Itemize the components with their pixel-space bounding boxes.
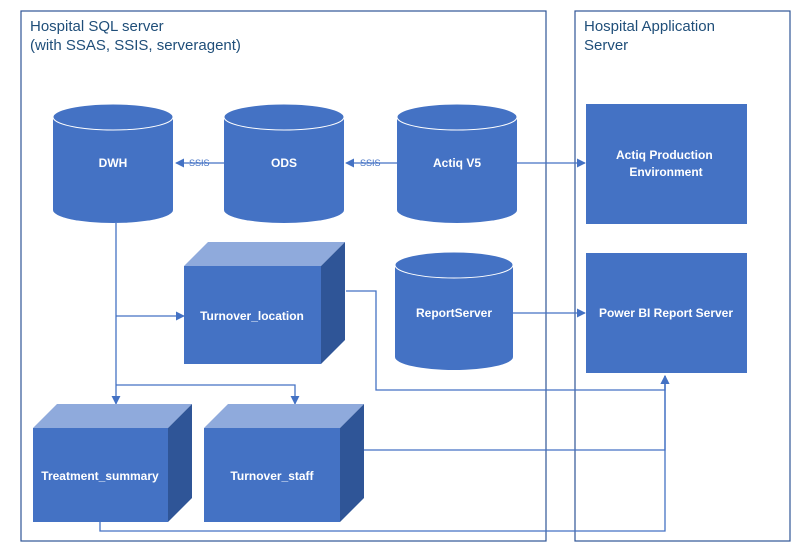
ods-database[interactable]: ODS [223, 103, 345, 223]
actiq-production-line2: Environment [629, 165, 702, 179]
turnover-location-table[interactable]: Turnover_location [184, 242, 345, 364]
turnover-staff-label: Turnover_staff [230, 469, 314, 483]
edge-label-actiq-ods: SSIS [360, 158, 381, 168]
actiq-production-label: Actiq Production Environment [616, 148, 716, 179]
reportserver-label: ReportServer [416, 306, 492, 320]
app-server-region [574, 10, 791, 542]
treatment-summary-table[interactable]: Treatment_summary [33, 404, 192, 522]
turnover-location-label: Turnover_location [200, 309, 304, 323]
ods-label: ODS [271, 156, 297, 170]
power-bi-label: Power BI Report Server [599, 306, 733, 320]
turnover-staff-table[interactable]: Turnover_staff [204, 404, 364, 522]
sql-server-region [20, 10, 547, 542]
sql-server-title: Hospital SQL server (with SSAS, SSIS, se… [30, 18, 241, 54]
actiq-v5-database[interactable]: Actiq V5 [396, 103, 518, 223]
edge-label-ods-dwh: SSIS [189, 158, 210, 168]
dwh-label: DWH [99, 156, 128, 170]
edge-turnover-staff-to-powerbi [362, 375, 670, 451]
reportserver-database[interactable]: ReportServer [394, 251, 514, 370]
actiq-production-line1: Actiq Production [616, 148, 713, 162]
treatment-summary-label: Treatment_summary [41, 469, 159, 483]
actiq-v5-label: Actiq V5 [433, 156, 481, 170]
app-server-title: Hospital Application Server [584, 18, 715, 54]
edge-dwh-to-turnover-staff [116, 384, 300, 405]
actiq-production-box[interactable]: Actiq Production Environment [586, 104, 747, 224]
power-bi-box[interactable]: Power BI Report Server [586, 253, 747, 373]
edge-treatment-summary-to-powerbi [99, 375, 670, 532]
connectors [99, 158, 670, 532]
dwh-database[interactable]: DWH [52, 103, 174, 223]
